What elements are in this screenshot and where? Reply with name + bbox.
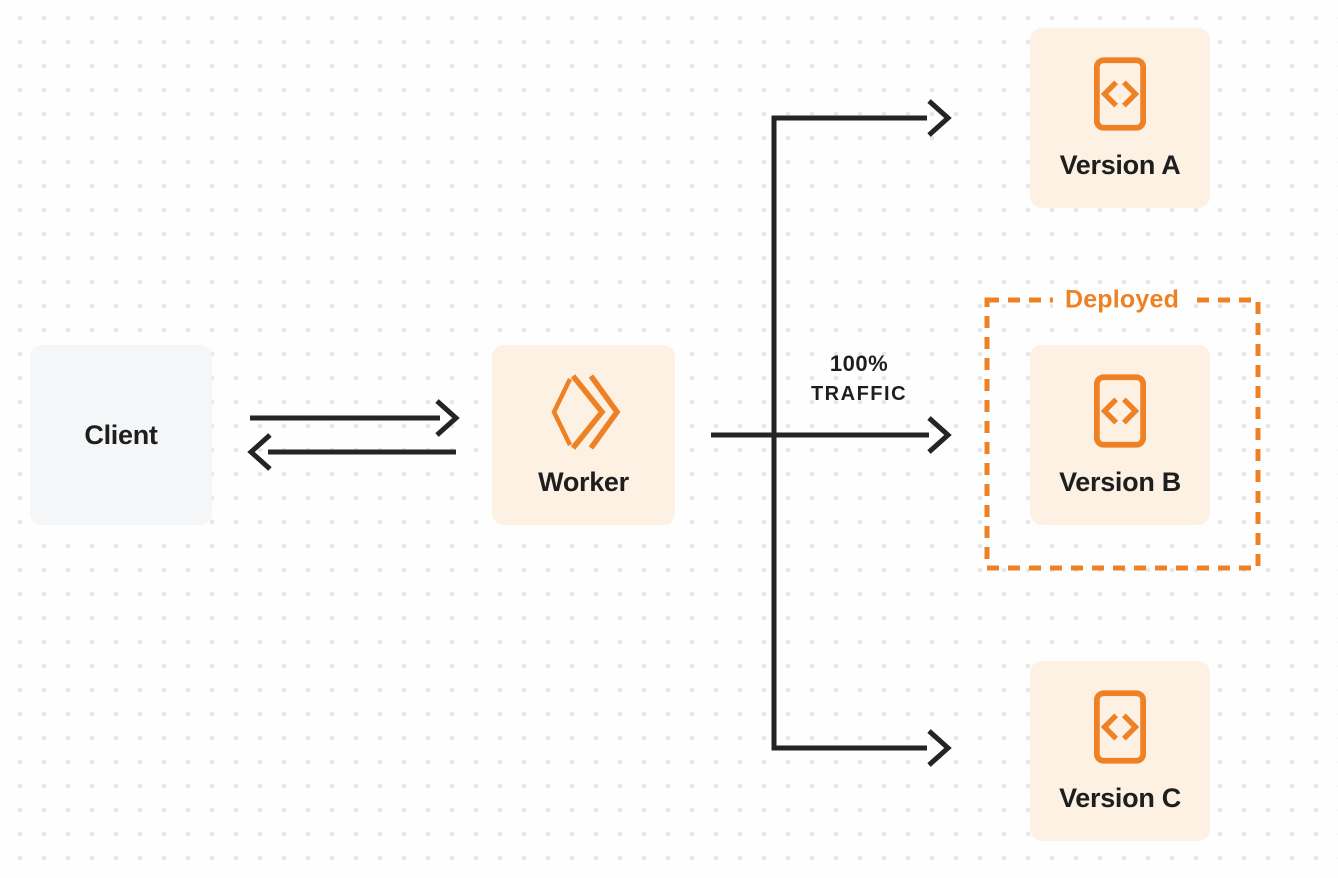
arrow-client-to-worker-head [435, 399, 460, 437]
version-b-node: Version B [1030, 345, 1210, 525]
version-b-node-label: Version B [1059, 466, 1181, 497]
arrow-worker-to-version-b-head [927, 416, 952, 454]
traffic-annotation: 100% TRAFFIC [775, 348, 943, 410]
deployed-group-label: Deployed [1052, 285, 1192, 315]
client-node-label: Client [84, 419, 158, 450]
client-node: Client [30, 345, 212, 525]
cloudflare-workers-logo-icon [547, 373, 621, 451]
version-a-node: Version A [1030, 28, 1210, 208]
worker-node: Worker [492, 345, 675, 525]
code-file-icon [1093, 56, 1147, 132]
arrow-to-version-a-head [927, 99, 952, 137]
version-a-node-label: Version A [1059, 149, 1181, 180]
worker-node-label: Worker [538, 466, 629, 497]
arrow-to-version-c-head [927, 729, 952, 767]
version-c-node-label: Version C [1059, 782, 1181, 813]
traffic-word-text: TRAFFIC [810, 383, 908, 405]
traffic-percentage-text: 100% [829, 351, 889, 376]
version-c-node: Version C [1030, 661, 1210, 841]
arrow-worker-to-client-head [247, 433, 272, 471]
code-file-icon [1093, 373, 1147, 449]
branch-trunk-line [771, 115, 927, 751]
code-file-icon [1093, 689, 1147, 765]
